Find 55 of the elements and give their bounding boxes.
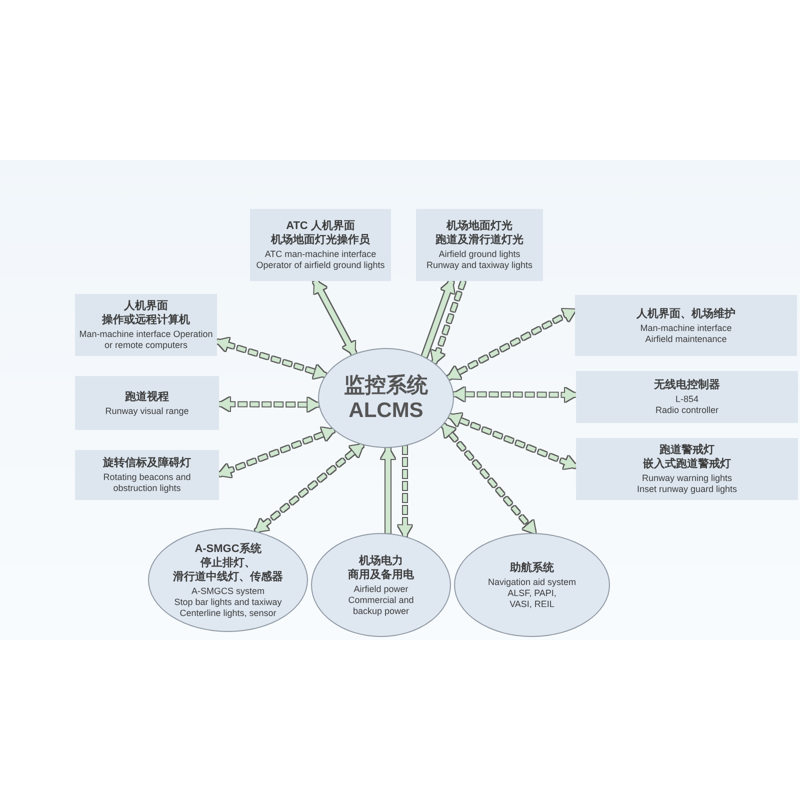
arrow bbox=[422, 280, 454, 358]
node-description: Navigation aid system bbox=[488, 576, 576, 588]
node-description: Man-machine interface Operation or remote computers bbox=[79, 329, 213, 351]
node-description: Rotating beacons and obstruction lights bbox=[102, 472, 192, 494]
info-box bbox=[75, 294, 217, 356]
node-title: 跑道及滑行道灯光 bbox=[436, 233, 524, 247]
info-box bbox=[416, 209, 543, 281]
node-description: Runway visual range bbox=[105, 406, 189, 416]
node-title: 跑道视程 bbox=[125, 390, 169, 404]
node-description: Stop bar lights and taxiway Centerline lights, sensor bbox=[173, 596, 283, 618]
node-title: 机场电力 bbox=[359, 554, 403, 568]
info-box bbox=[75, 450, 219, 500]
node-title: 监控系统 bbox=[344, 373, 428, 398]
arrow bbox=[381, 447, 395, 534]
double-arrow bbox=[447, 308, 576, 380]
node-description: Runway warning lights Inset runway guard lights bbox=[636, 473, 738, 495]
double-arrow bbox=[442, 424, 537, 534]
node-description: Airfield ground lights Runway and taxiway lights bbox=[425, 249, 534, 271]
node-title: 机场地面灯光 bbox=[446, 219, 512, 233]
node-description: ATC man-machine interface Operator of airfield ground lights bbox=[255, 249, 386, 271]
node-title: 跑道警戒灯 bbox=[660, 443, 714, 457]
node-title: 机场地面灯光操作员 bbox=[271, 233, 370, 247]
node-title: 人机界面、机场维护 bbox=[636, 306, 736, 320]
node-title: 旋转信标及障碍灯 bbox=[103, 456, 191, 470]
node-title: ALCMS bbox=[348, 398, 424, 423]
node-title: 助航系统 bbox=[510, 560, 554, 574]
node-title: 停止排灯、 bbox=[200, 556, 256, 570]
node-title: 商用及备用电 bbox=[348, 568, 414, 582]
node-description: Radio controller bbox=[655, 405, 719, 416]
double-arrow bbox=[216, 338, 326, 378]
info-box bbox=[576, 438, 798, 500]
node-description: A-SMGCS system bbox=[191, 586, 264, 596]
node-description: Airfield power Commercial and backup power bbox=[347, 584, 415, 616]
node-title: 无线电控制器 bbox=[654, 378, 720, 392]
double-arrow bbox=[313, 280, 356, 356]
node-title: 操作或远程计算机 bbox=[102, 313, 190, 327]
double-arrow bbox=[448, 413, 577, 469]
double-arrow bbox=[218, 428, 335, 478]
node-title: 嵌入式跑道警戒灯 bbox=[643, 457, 731, 471]
info-box bbox=[575, 295, 797, 356]
node-description: Man-machine interface Airfield maintenance bbox=[639, 322, 733, 344]
node-description: ALSF, PAPI, VASI, REIL bbox=[506, 588, 558, 610]
info-box bbox=[250, 209, 391, 281]
node-title: ATC 人机界面 bbox=[286, 219, 355, 233]
double-arrow bbox=[218, 397, 320, 412]
info-box bbox=[75, 376, 219, 430]
node-description: L-854 bbox=[675, 394, 699, 405]
double-arrow bbox=[452, 387, 577, 402]
node-title: A-SMGC系统 bbox=[194, 542, 262, 556]
double-arrow bbox=[254, 443, 364, 533]
node-title: 滑行道中线灯、传感器 bbox=[173, 570, 283, 584]
info-box bbox=[576, 371, 798, 423]
arrow bbox=[431, 280, 466, 364]
arrow bbox=[398, 446, 412, 538]
node-title: 人机界面 bbox=[124, 299, 168, 313]
